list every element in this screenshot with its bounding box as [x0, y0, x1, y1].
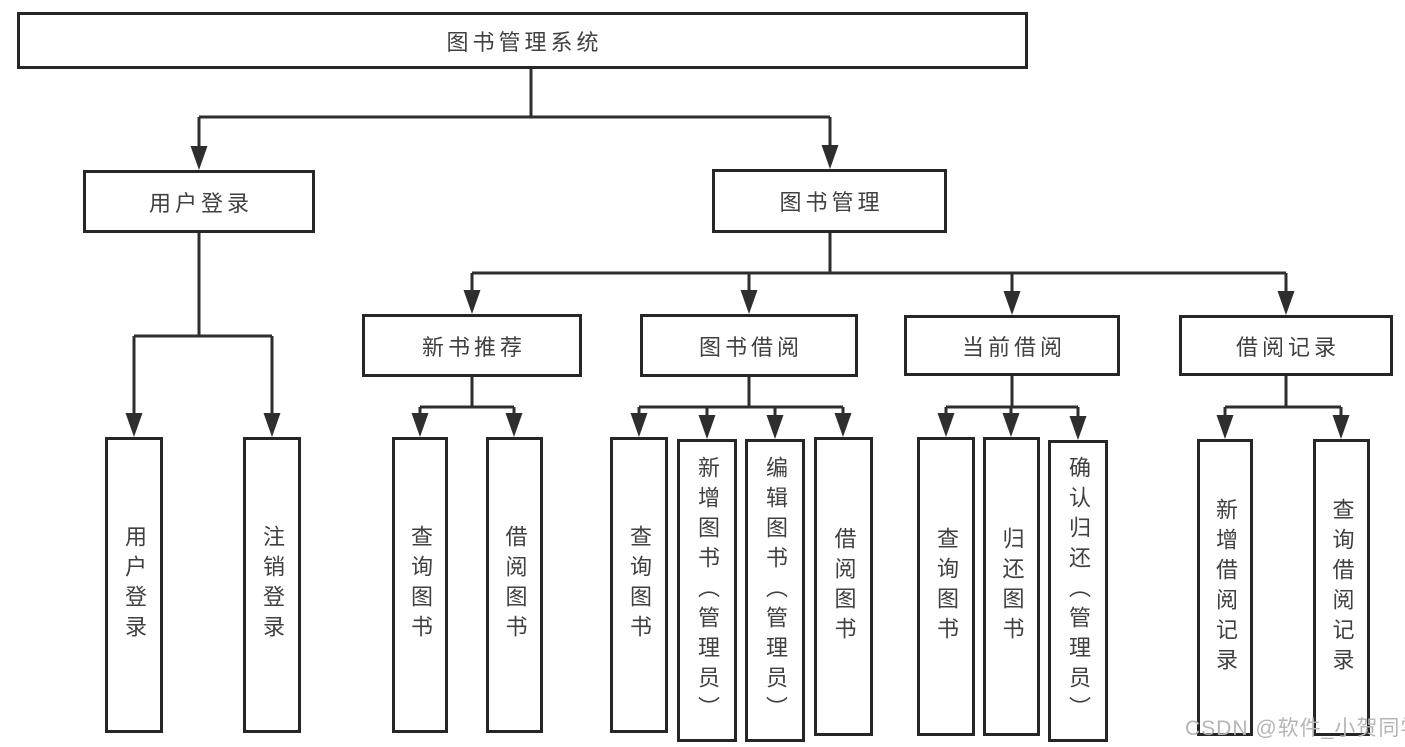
node-label: 图书管理	[779, 190, 884, 215]
leaf-logout: 注销登录	[243, 437, 301, 733]
node-book-borrowing: 图书借阅	[640, 314, 858, 377]
node-library-management-system: 图书管理系统	[17, 12, 1028, 69]
node-label: 查询图书	[627, 525, 652, 645]
node-label: 查询借阅记录	[1329, 497, 1355, 678]
node-label: 查询图书	[408, 525, 433, 645]
leaf-user-login: 用户登录	[105, 437, 163, 733]
leaf-add-borrow-record: 新增借阅记录	[1197, 439, 1253, 736]
trunk-lines	[134, 69, 1341, 409]
node-label: 查询图书	[934, 526, 959, 647]
leaf-recommend-borrow-book: 借阅图书	[486, 437, 543, 733]
node-borrowing-records: 借阅记录	[1179, 315, 1393, 376]
leaf-borrowing-query-book: 查询图书	[610, 437, 668, 733]
arrow-shafts	[132, 117, 1343, 418]
node-label: 新增借阅记录	[1213, 497, 1238, 678]
node-label: 借阅图书	[502, 525, 528, 645]
leaf-edit-book-admin: 编辑图书（管理员）	[745, 439, 805, 742]
leaf-current-query-book: 查询图书	[917, 437, 975, 736]
node-book-management: 图书管理	[712, 169, 947, 233]
node-label: 当前借阅	[961, 334, 1066, 360]
node-label: 图书管理系统	[446, 29, 603, 55]
leaf-return-book: 归还图书	[983, 437, 1040, 736]
node-label: 确认归还（管理员）	[1066, 456, 1091, 726]
node-user-login: 用户登录	[83, 170, 315, 233]
node-label: 归还图书	[999, 526, 1025, 647]
node-label: 新书推荐	[421, 334, 526, 360]
node-label: 编辑图书（管理员）	[763, 455, 788, 726]
node-label: 图书借阅	[698, 334, 803, 360]
node-label: 借阅图书	[831, 526, 857, 647]
node-label: 用户登录	[148, 190, 253, 216]
node-current-borrowing: 当前借阅	[904, 315, 1120, 376]
leaf-confirm-return-admin: 确认归还（管理员）	[1048, 440, 1108, 742]
node-label: 注销登录	[260, 525, 285, 645]
leaf-add-book-admin: 新增图书（管理员）	[677, 439, 737, 742]
leaf-borrowing-borrow-book: 借阅图书	[814, 437, 873, 736]
arrowheads	[125, 145, 1350, 440]
leaf-query-borrow-record: 查询借阅记录	[1313, 439, 1370, 736]
node-label: 借阅记录	[1235, 334, 1340, 360]
node-label: 用户登录	[122, 525, 147, 645]
node-new-book-recommend: 新书推荐	[362, 314, 582, 377]
leaf-recommend-query-book: 查询图书	[392, 437, 448, 733]
node-label: 新增图书（管理员）	[695, 455, 720, 726]
